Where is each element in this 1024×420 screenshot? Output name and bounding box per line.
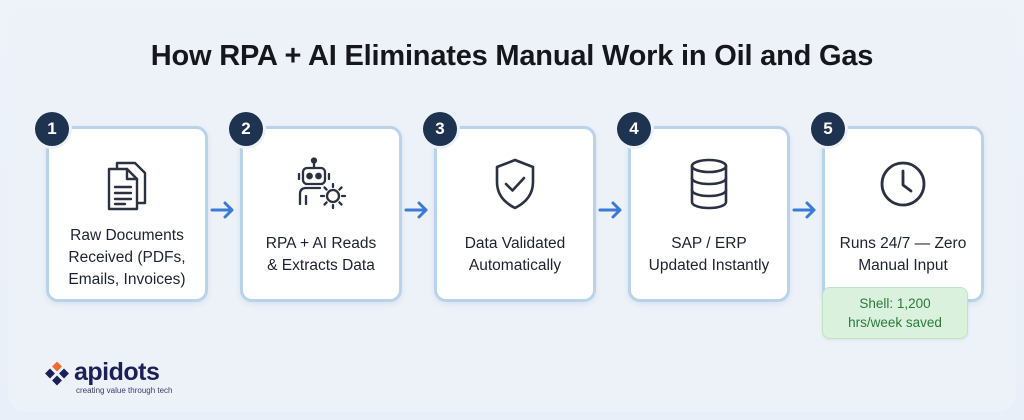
step-label-line: Raw Documents: [70, 227, 184, 244]
logo-mark-icon: [45, 362, 69, 386]
step-label-line: Runs 24/7 — Zero: [839, 235, 967, 252]
callout-line: Shell: 1,200: [859, 296, 931, 311]
step-label-line: Updated Instantly: [648, 257, 770, 274]
database-icon: [680, 155, 738, 213]
step-number-badge: 5: [811, 112, 845, 146]
logo-name: apidots: [74, 358, 160, 386]
step-label: Data Validated Automatically: [441, 233, 589, 277]
step-label: Runs 24/7 — Zero Manual Input: [829, 233, 977, 277]
step-label-line: Emails, Invoices): [68, 271, 186, 288]
step-label: Raw Documents Received (PDFs, Emails, In…: [53, 225, 201, 291]
clock-icon: [874, 155, 932, 213]
step-label-line: Received (PDFs,: [68, 249, 186, 266]
savings-callout: Shell: 1,200 hrs/week saved: [822, 287, 968, 339]
documents-icon: [98, 155, 156, 213]
shield-check-icon: [486, 155, 544, 213]
step-label: RPA + AI Reads & Extracts Data: [247, 233, 395, 277]
step-card: Raw Documents Received (PDFs, Emails, In…: [46, 126, 208, 302]
step-label-line: Automatically: [468, 257, 562, 274]
arrow-right-icon: [210, 201, 234, 219]
arrow-right-icon: [792, 201, 816, 219]
arrow-right-icon: [404, 201, 428, 219]
step-card: RPA + AI Reads & Extracts Data: [240, 126, 402, 302]
step-number-badge: 4: [617, 112, 651, 146]
step-number-badge: 1: [35, 112, 69, 146]
step-card: Runs 24/7 — Zero Manual Input: [822, 126, 984, 302]
step-number-badge: 2: [229, 112, 263, 146]
step-label-line: Manual Input: [858, 257, 948, 274]
step-card: Data Validated Automatically: [434, 126, 596, 302]
step-number-badge: 3: [423, 112, 457, 146]
step-label: SAP / ERP Updated Instantly: [635, 233, 783, 277]
arrow-right-icon: [598, 201, 622, 219]
step-label-line: Data Validated: [464, 235, 566, 252]
step-label-line: & Extracts Data: [267, 257, 375, 274]
step-label-line: SAP / ERP: [671, 235, 747, 252]
step-card: SAP / ERP Updated Instantly: [628, 126, 790, 302]
logo-tagline: creating value through tech: [76, 386, 173, 395]
callout-line: hrs/week saved: [848, 315, 942, 330]
step-label-line: RPA + AI Reads: [265, 235, 377, 252]
diagram-title: How RPA + AI Eliminates Manual Work in O…: [150, 40, 874, 72]
brand-logo: apidots creating value through tech: [44, 358, 204, 398]
robot-gear-icon: [292, 155, 350, 213]
